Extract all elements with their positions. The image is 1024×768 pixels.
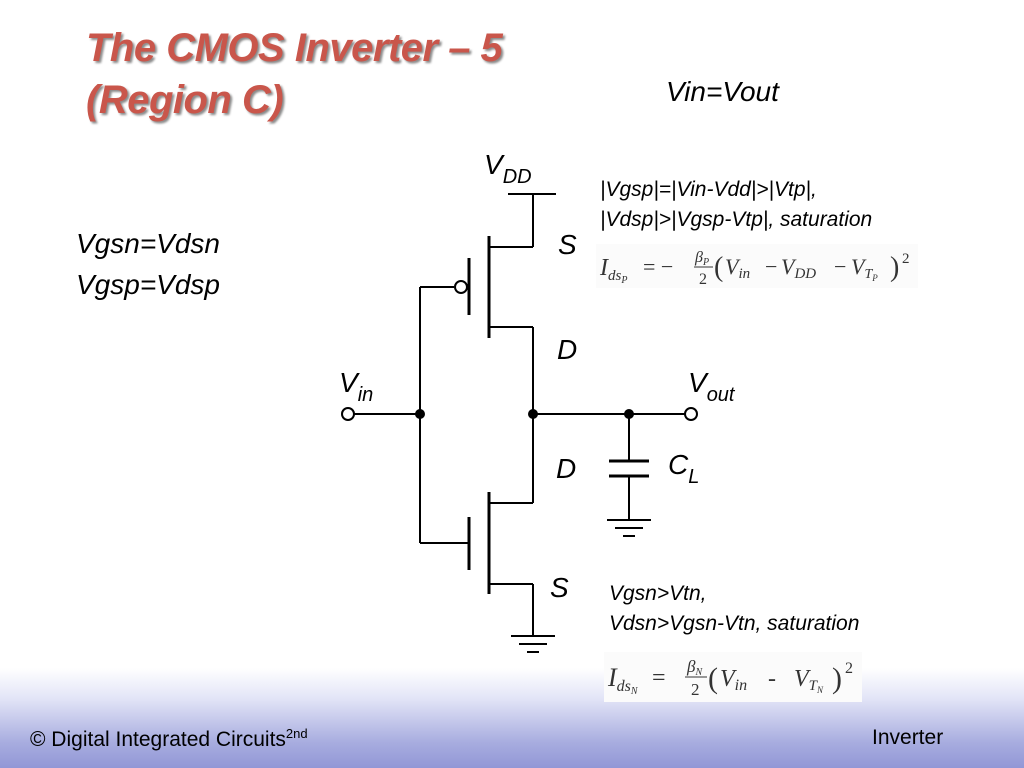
nmos-eq-minus: - [768, 666, 776, 692]
footer-chapter: Inverter [872, 726, 944, 749]
nmos-eq-paren-close: ) [832, 662, 842, 695]
ground-symbol-cap [607, 519, 651, 537]
pmos-eq-minus-2: − [834, 254, 846, 279]
pmos-eq-denominator: 2 [699, 271, 707, 288]
nmos-eq-exponent: 2 [845, 660, 853, 677]
pmos-eq-minus-1: − [765, 254, 777, 279]
pmos-current-equation: IdsP = − βP 2 ( Vin − VDD − VTP ) 2 [596, 244, 918, 288]
footer-copyright-text: © Digital Integrated Circuits [30, 728, 286, 751]
pmos-eq-vin: Vin [725, 254, 750, 282]
footer-copyright: © Digital Integrated Circuits2nd [30, 726, 308, 752]
nmos-condition-line-1: Vgsn>Vtn, [609, 582, 707, 605]
pmos-eq-sign: = − [643, 254, 673, 279]
footer-edition: 2nd [285, 726, 308, 741]
title-line-2: (Region C) [86, 78, 284, 122]
nmos-eq-denominator: 2 [691, 680, 700, 699]
pmos-condition-line-1: |Vgsp|=|Vin-Vdd|>|Vtp|, [600, 178, 817, 201]
pmos-eq-current: IdsP [599, 255, 627, 286]
pmos-equation-bg [596, 244, 918, 288]
nmos-eq-vin: Vin [720, 666, 747, 694]
nmos-condition-line-2: Vdsn>Vgsn-Vtn, saturation [609, 612, 860, 635]
ground-symbol-nmos [511, 635, 555, 653]
vin-label: Vin [339, 367, 373, 406]
equation-vgsp-vdsp: Vgsp=Vdsp [76, 269, 220, 300]
vin-terminal [341, 407, 355, 421]
cap-junction-dot [624, 409, 634, 419]
condition-vin-equals-vout: Vin=Vout [666, 76, 779, 107]
pmos-drain-label: D [557, 334, 577, 365]
nmos-source-label: S [550, 572, 569, 603]
pmos-eq-vt: VTP [851, 254, 878, 283]
nmos-drain-label: D [556, 453, 576, 484]
pmos-eq-exponent: 2 [902, 251, 910, 267]
equation-vgsn-vdsn: Vgsn=Vdsn [76, 228, 220, 259]
nmos-eq-beta: βN [686, 657, 703, 678]
nmos-eq-sign: = [652, 665, 666, 691]
title-line-1: The CMOS Inverter – 5 [86, 26, 503, 70]
pmos-eq-vdd: VDD [781, 254, 816, 282]
pmos-eq-beta: βP [694, 249, 709, 268]
slide-title: The CMOS Inverter – 5 (Region C) [86, 22, 503, 126]
nmos-equation-bg [604, 652, 862, 702]
vout-label: Vout [688, 367, 736, 406]
nmos-current-equation: IdsN = βN 2 ( Vin - VTN ) 2 [604, 652, 862, 702]
nmos-eq-paren-open: ( [708, 662, 718, 695]
pmos-condition-line-2: |Vdsp|>|Vgsp-Vtp|, saturation [600, 208, 873, 231]
drain-junction-dot [528, 409, 538, 419]
nmos-eq-current: IdsN [607, 663, 639, 697]
gate-junction-dot [415, 409, 425, 419]
vdd-label: VDD [484, 149, 532, 188]
pmos-eq-paren-open: ( [714, 252, 723, 283]
cl-label: CL [668, 449, 699, 488]
pmos-eq-paren-close: ) [890, 252, 899, 283]
pmos-source-label: S [558, 229, 577, 260]
vout-terminal [684, 407, 698, 421]
pmos-gate-bubble [454, 280, 468, 294]
nmos-eq-vt: VTN [794, 666, 824, 695]
